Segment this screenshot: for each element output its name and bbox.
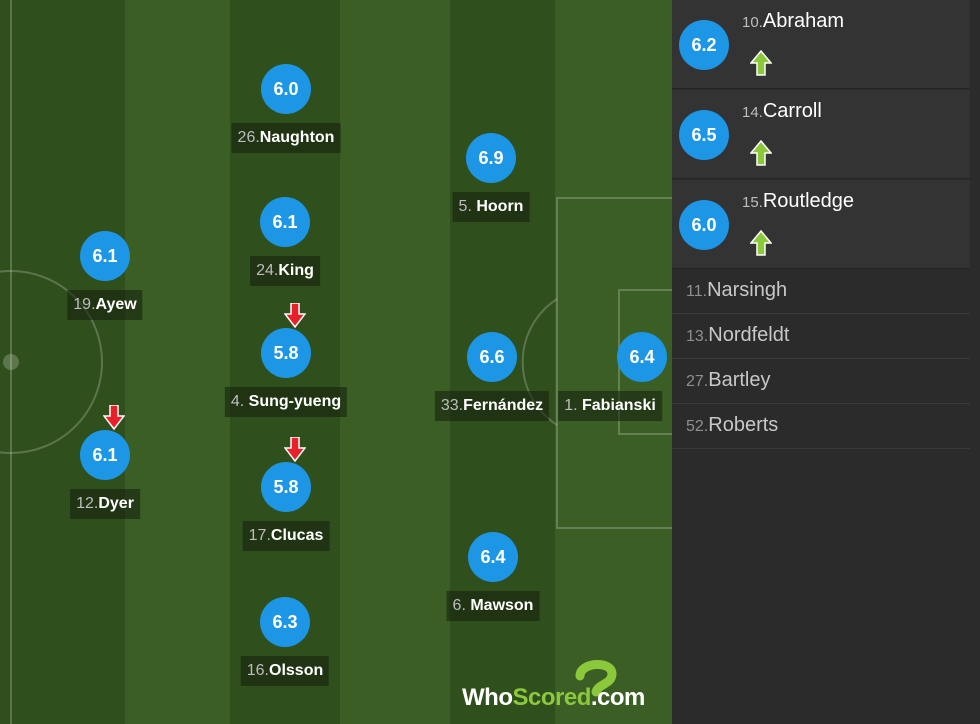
red-down-arrow-icon [284, 303, 306, 329]
player-name-label: 17.Clucas [242, 521, 330, 551]
player-name-label: 19.Ayew [67, 290, 143, 320]
logo-who: Who [462, 684, 513, 711]
player-rating: 6.1 [260, 197, 310, 247]
pitch-stripe [125, 0, 230, 724]
player-name-label: 26.Naughton [231, 123, 341, 153]
bench-player-name: 27.Bartley [686, 369, 771, 391]
substitute-name: 10.Abraham [742, 10, 845, 32]
bench-row[interactable]: 52.Roberts [672, 404, 970, 449]
player-name-label: 16.Olsson [240, 656, 330, 686]
green-up-arrow-icon [750, 140, 772, 166]
player-rating: 6.4 [468, 532, 518, 582]
substitute-name: 15.Routledge [742, 190, 855, 212]
question-mark-logo-icon [575, 660, 617, 697]
logo-domain: .com [590, 684, 646, 711]
player-name-label: 24.King [250, 256, 320, 286]
player-name-label: 6. Mawson [446, 591, 540, 621]
player-rating: 5.8 [261, 328, 311, 378]
whoscored-logo: WhoScored.com [462, 660, 662, 712]
substitutes-panel: 6.2 10.Abraham 6.5 14.Carroll 6.0 15.Rou… [672, 0, 980, 724]
pitch: 6.0 26.Naughton 6.1 24.King 6.1 19.Ayew … [0, 0, 672, 724]
bench-player-name: 13.Nordfeldt [686, 324, 790, 346]
green-up-arrow-icon [750, 50, 772, 76]
player-rating: 6.0 [679, 200, 729, 250]
player-name-label: 5. Hoorn [452, 192, 530, 222]
pitch-lines [0, 0, 672, 724]
player-name-label: 33.Fernández [434, 391, 550, 421]
bench-row[interactable]: 27.Bartley [672, 359, 970, 404]
green-up-arrow-icon [750, 230, 772, 256]
substitute-row[interactable]: 6.0 15.Routledge [672, 180, 970, 269]
pitch-stripe [0, 0, 125, 724]
player-rating: 6.3 [260, 597, 310, 647]
player-rating: 6.9 [466, 133, 516, 183]
bench-player-name: 11.Narsingh [686, 279, 788, 301]
player-rating: 6.0 [261, 64, 311, 114]
red-down-arrow-icon [284, 437, 306, 463]
player-name-label: 1. Fabianski [558, 391, 662, 421]
bench-row[interactable]: 13.Nordfeldt [672, 314, 970, 359]
player-rating: 6.1 [80, 430, 130, 480]
red-down-arrow-icon [103, 405, 125, 431]
player-rating: 6.1 [80, 231, 130, 281]
bench-player-name: 52.Roberts [686, 414, 779, 436]
player-rating: 6.5 [679, 110, 729, 160]
logo-scored: Scored [512, 684, 591, 711]
player-name-label: 4. Sung-yueng [224, 387, 348, 417]
pitch-stripe [340, 0, 450, 724]
substitute-row[interactable]: 6.2 10.Abraham [672, 0, 970, 89]
player-name-label: 12.Dyer [70, 489, 140, 519]
player-rating: 6.4 [617, 332, 667, 382]
substitute-row[interactable]: 6.5 14.Carroll [672, 90, 970, 179]
player-rating: 6.2 [679, 20, 729, 70]
bench-row[interactable]: 11.Narsingh [672, 269, 970, 314]
player-rating: 5.8 [261, 462, 311, 512]
substitute-name: 14.Carroll [742, 100, 822, 122]
player-rating: 6.6 [467, 332, 517, 382]
